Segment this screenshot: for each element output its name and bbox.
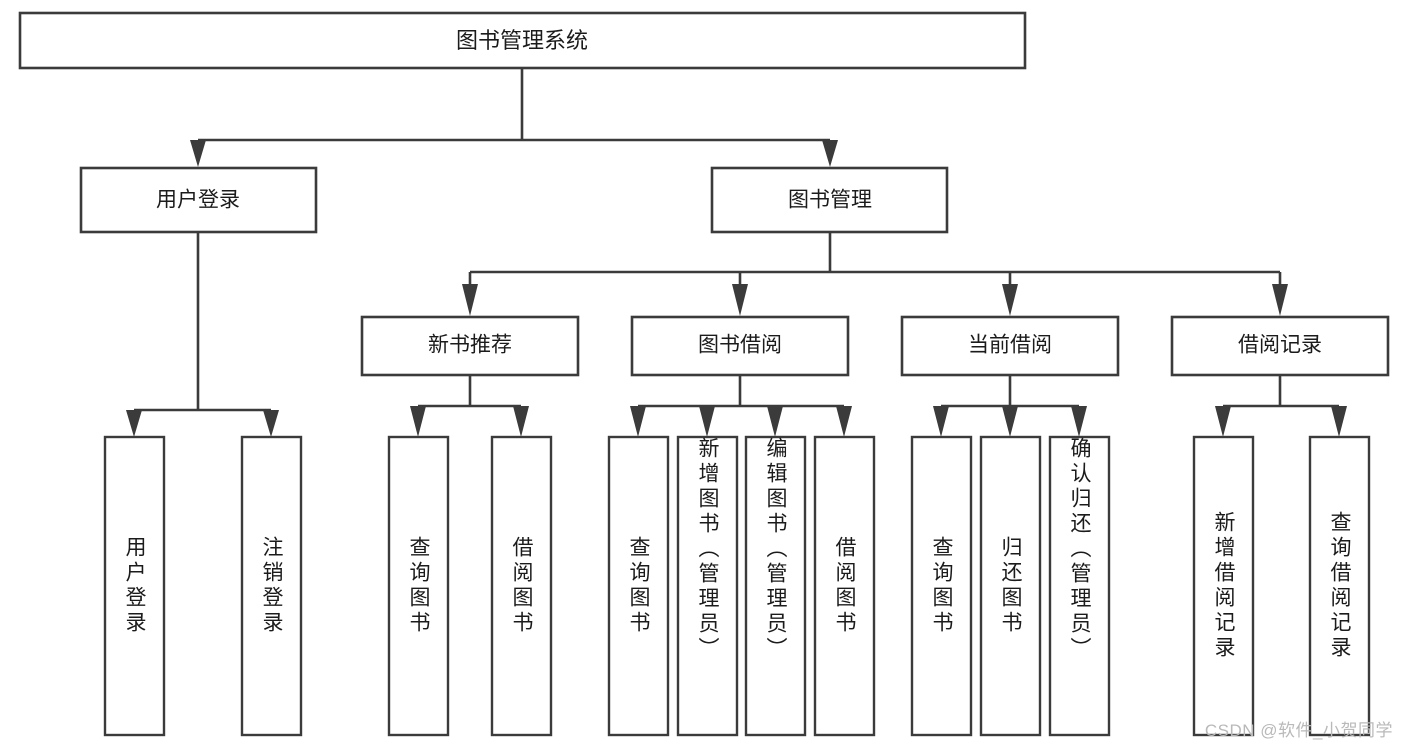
node-root-system[interactable]: 图书管理系统: [18, 11, 1027, 70]
node-root-system-label: 图书管理系统: [456, 28, 588, 53]
node-new-book-recommend[interactable]: 新书推荐: [360, 315, 580, 377]
node-user-login[interactable]: 用户登录: [79, 166, 318, 234]
leaf-box-br-2[interactable]: [1308, 435, 1371, 737]
arrow-level2-2: [822, 140, 838, 167]
leaf-box-nbr-1[interactable]: [387, 435, 450, 737]
node-borrow-record-box: [1170, 315, 1390, 377]
leaf-box-nbr-2[interactable]: [490, 435, 553, 737]
arrow-nbr-leaf-1: [410, 406, 426, 437]
leaf-box-cb-1[interactable]: [910, 435, 973, 737]
leaf-box-cb-3[interactable]: [1048, 435, 1111, 737]
leaf-box-user-login-2[interactable]: [240, 435, 303, 737]
arrow-user-login-leaf-2: [263, 410, 279, 437]
arrow-cb-leaf-3: [1071, 406, 1087, 437]
arrow-cb-leaf-1: [933, 406, 949, 437]
arrow-level3-2: [732, 284, 748, 316]
node-book-management[interactable]: 图书管理: [710, 166, 949, 234]
arrow-nbr-leaf-2: [513, 406, 529, 437]
node-book-borrow-box: [630, 315, 850, 377]
arrow-bb-leaf-4: [836, 406, 852, 437]
node-book-management-box: [710, 166, 949, 234]
leaf-box-user-login-1[interactable]: [103, 435, 166, 737]
node-book-management-label: 图书管理: [788, 189, 872, 212]
arrow-bb-leaf-2: [699, 406, 715, 437]
arrow-level3-3: [1002, 284, 1018, 316]
arrow-bb-leaf-1: [630, 406, 646, 437]
arrow-user-login-leaf-1: [126, 410, 142, 437]
node-current-borrow-label: 当前借阅: [968, 334, 1052, 357]
node-book-borrow-label: 图书借阅: [698, 334, 782, 357]
arrow-level3-1: [462, 284, 478, 316]
node-current-borrow-box: [900, 315, 1120, 377]
node-new-book-recommend-box: [360, 315, 580, 377]
arrow-level2-1: [190, 140, 206, 167]
node-root-system-box: [18, 11, 1027, 70]
leaf-box-bb-1[interactable]: [607, 435, 670, 737]
leaf-box-bb-3[interactable]: [744, 435, 807, 737]
watermark-text: CSDN @软件_小贺同学: [1204, 721, 1393, 740]
node-user-login-label: 用户登录: [156, 189, 240, 212]
leaf-box-bb-2[interactable]: [676, 435, 739, 737]
arrow-bb-leaf-3: [767, 406, 783, 437]
arrow-br-leaf-2: [1331, 406, 1347, 437]
leaf-box-bb-4[interactable]: [813, 435, 876, 737]
node-borrow-record[interactable]: 借阅记录: [1170, 315, 1390, 377]
node-new-book-recommend-label: 新书推荐: [428, 334, 512, 357]
node-book-borrow[interactable]: 图书借阅: [630, 315, 850, 377]
arrow-br-leaf-1: [1215, 406, 1231, 437]
leaf-box-br-1[interactable]: [1192, 435, 1255, 737]
arrow-cb-leaf-2: [1002, 406, 1018, 437]
arrow-level3-4: [1272, 284, 1288, 316]
node-borrow-record-label: 借阅记录: [1238, 334, 1322, 357]
node-current-borrow[interactable]: 当前借阅: [900, 315, 1120, 377]
leaf-box-cb-2[interactable]: [979, 435, 1042, 737]
